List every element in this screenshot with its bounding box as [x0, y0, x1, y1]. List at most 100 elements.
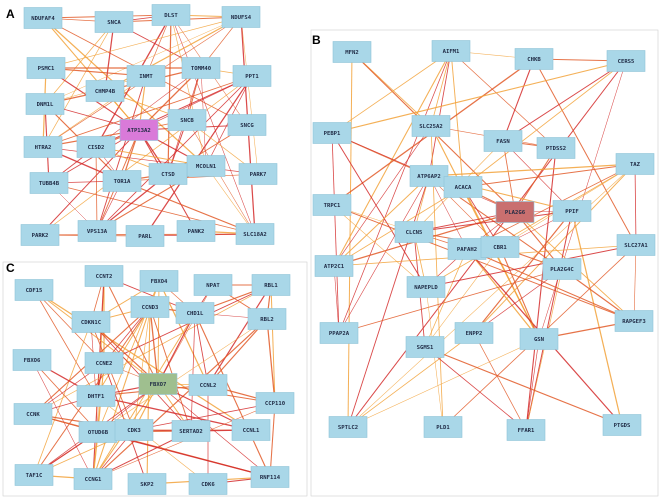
network-edge: [466, 248, 635, 322]
network-node: MFN2: [332, 41, 372, 63]
node-box: [76, 385, 116, 407]
node-label: VPS13A: [87, 229, 108, 235]
network-edge: [44, 21, 115, 105]
network-edge: [347, 338, 540, 428]
node-label: ATP6AP2: [417, 174, 441, 180]
node-box: [423, 416, 463, 438]
network-edge: [333, 125, 432, 267]
network-node: HTRA2: [23, 136, 63, 158]
node-box: [238, 163, 278, 185]
node-box: [606, 50, 646, 72]
network-node: FBXO7: [138, 373, 178, 395]
network-node: CDK3: [114, 419, 154, 441]
node-label: PARK2: [32, 233, 49, 239]
network-edge: [42, 21, 115, 148]
network-node: ATP13A2: [119, 119, 159, 141]
node-label: ENPP2: [466, 331, 483, 337]
node-label: PLA2G6: [505, 210, 526, 216]
network-node: PTGDS: [602, 414, 642, 436]
node-box: [235, 223, 275, 245]
network-edge: [466, 248, 540, 340]
network-node: ATP6AP2: [409, 165, 449, 187]
node-box: [536, 137, 576, 159]
network-node: CCNG1: [73, 468, 113, 490]
node-box: [23, 7, 63, 29]
node-label: NAPEPLD: [414, 285, 438, 291]
node-box: [20, 224, 60, 246]
node-label: DHTF1: [88, 394, 105, 400]
network-node: SGMS1: [405, 336, 445, 358]
node-box: [14, 279, 54, 301]
node-label: SERTAD2: [179, 429, 203, 435]
network-edge: [95, 67, 202, 148]
network-edge: [502, 58, 535, 142]
node-box: [119, 119, 159, 141]
node-label: NDUFS4: [231, 15, 252, 21]
node-label: ACACA: [455, 185, 472, 191]
network-edge: [33, 289, 159, 385]
network-node: CCNL2: [188, 374, 228, 396]
network-edge: [331, 60, 627, 134]
node-label: PLA2G4C: [550, 267, 574, 273]
network-node: NAPEPLD: [406, 276, 446, 298]
node-label: CCNT2: [96, 274, 113, 280]
node-label: NDUFAF4: [31, 16, 55, 22]
node-box: [73, 468, 113, 490]
node-label: CCNL2: [200, 383, 217, 389]
network-edge: [428, 175, 501, 248]
network-node: SLC25A2: [411, 115, 451, 137]
network-node: SPTLC2: [328, 416, 368, 438]
network-edge: [207, 284, 272, 386]
node-box: [250, 466, 290, 488]
network-node: PARL: [125, 225, 165, 247]
network-node: CLCN5: [394, 221, 434, 243]
network-edge: [186, 119, 256, 235]
node-box: [13, 403, 53, 425]
node-label: CCNE2: [96, 361, 113, 367]
network-edge: [157, 312, 196, 385]
network-node: PEBP1: [312, 122, 352, 144]
node-label: SNCG: [240, 123, 254, 129]
node-label: RBL1: [264, 283, 278, 289]
network-edge: [525, 210, 573, 431]
node-box: [151, 4, 191, 26]
node-box: [247, 308, 287, 330]
network-node: FBXO6: [12, 349, 52, 371]
network-edge: [634, 163, 637, 246]
node-label: MCOLN1: [196, 164, 217, 170]
network-node: FFAR1: [506, 419, 546, 441]
network-edge: [450, 50, 557, 149]
network-edge: [31, 359, 99, 433]
node-box: [431, 40, 471, 62]
network-node: PLA2G4C: [542, 258, 582, 280]
network-node: CDF15: [14, 279, 54, 301]
panel-c-frame: [2, 261, 308, 497]
network-node: RBL1: [251, 274, 291, 296]
network-edge: [104, 21, 115, 92]
node-box: [615, 153, 655, 175]
node-box: [251, 274, 291, 296]
node-box: [26, 57, 66, 79]
node-box: [138, 373, 178, 395]
network-node: TOMM40: [181, 57, 221, 79]
network-node: PPAP2A: [319, 322, 359, 344]
node-box: [102, 170, 142, 192]
network-node: INMT: [126, 65, 166, 87]
network-edge: [170, 14, 256, 235]
node-label: TOMM40: [191, 66, 212, 72]
network-edge: [92, 275, 105, 480]
node-label: CDK6: [201, 482, 215, 488]
network-node: RBL2: [247, 308, 287, 330]
node-box: [176, 220, 216, 242]
network-edge: [338, 50, 452, 334]
node-box: [188, 473, 228, 495]
node-box: [616, 234, 656, 256]
node-box: [406, 276, 446, 298]
node-label: SNCB: [180, 118, 194, 124]
network-node: SERTAD2: [171, 420, 211, 442]
network-edge: [121, 173, 259, 182]
node-label: MFN2: [345, 50, 358, 56]
network-edge: [33, 289, 105, 364]
node-label: CBR1: [493, 245, 507, 251]
network-edge: [473, 210, 573, 334]
